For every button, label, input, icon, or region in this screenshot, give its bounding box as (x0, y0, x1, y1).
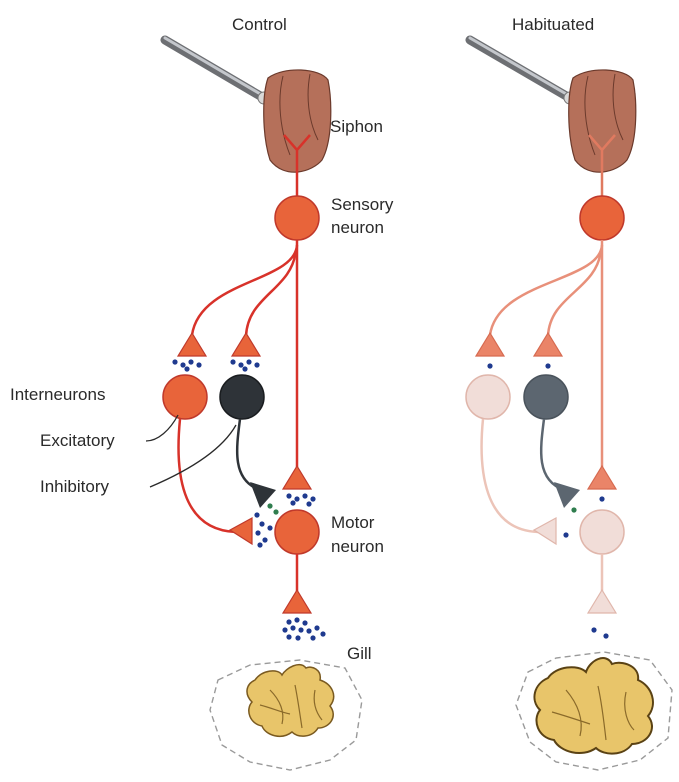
gill-shape-habituated (534, 658, 653, 754)
motor-label-line1: Motor (331, 513, 375, 532)
interneurons-label: Interneurons (10, 385, 105, 404)
sensory-neuron (275, 196, 319, 240)
vesicles-gill (282, 617, 325, 640)
sensory-label-line2: neuron (331, 218, 384, 237)
excitatory-interneuron-habituated (466, 375, 510, 419)
motor-label-line2: neuron (331, 537, 384, 556)
inhibitory-interneuron-habituated (524, 375, 568, 419)
inhibitory-interneuron (220, 375, 264, 419)
habituated-panel: Habituated (466, 15, 672, 770)
vesicles-inhibitory (267, 503, 278, 514)
motor-neuron (275, 510, 319, 554)
inhibitory-label: Inhibitory (40, 477, 109, 496)
motor-neuron-habituated (580, 510, 624, 554)
siphon-label: Siphon (330, 117, 383, 136)
vesicles-gill-habituated (591, 627, 608, 638)
excitatory-leader (146, 415, 178, 441)
probe-needle-icon (165, 38, 270, 104)
control-title: Control (232, 15, 287, 34)
excitatory-interneuron (163, 375, 207, 419)
vesicles-interneurons (172, 359, 259, 371)
control-panel: Control Siphon Sensory neuron (10, 15, 394, 770)
vesicles-interneurons-habituated (487, 363, 550, 368)
gill-label: Gill (347, 644, 372, 663)
sensory-label-line1: Sensory (331, 195, 394, 214)
sensory-neuron-habituated (580, 196, 624, 240)
gill-shape (247, 665, 334, 737)
vesicles-inhibitory-habituated (571, 507, 576, 512)
excitatory-label: Excitatory (40, 431, 115, 450)
habituated-title: Habituated (512, 15, 594, 34)
probe-needle-icon-habituated (470, 38, 576, 104)
